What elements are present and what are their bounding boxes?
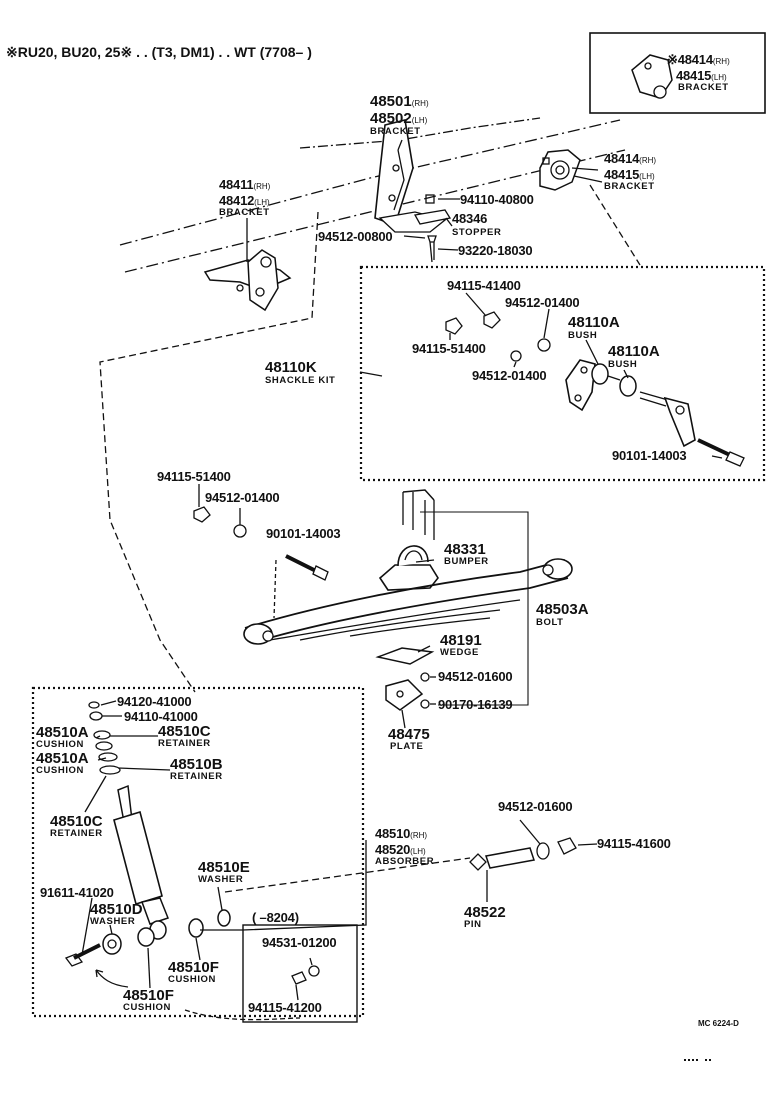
label-washer-2: WASHER	[90, 916, 136, 927]
label-48510d: 48510D	[90, 901, 143, 918]
washer-nut-box	[242, 924, 358, 1023]
label-48510c-1: 48510C	[158, 723, 211, 740]
label-48503a: 48503A	[536, 601, 589, 618]
label-94110-41000: 94110-41000	[124, 709, 198, 724]
label-48510b: 48510B	[170, 756, 223, 773]
bumper-48331-shape	[378, 564, 439, 591]
label-48411: 48411(RH)	[219, 177, 271, 192]
label-bumper: BUMPER	[444, 556, 489, 567]
label-93220-18030: 93220-18030	[458, 243, 533, 258]
label-bush-1: BUSH	[568, 330, 598, 341]
nut-94115-51400-kit	[445, 317, 463, 335]
label-48110k: 48110K	[265, 359, 317, 376]
shackle-plate-outer	[663, 396, 696, 448]
label-48501: 48501(RH)	[370, 93, 429, 110]
plate-48475-shape	[385, 679, 424, 711]
inset-bracket-box	[589, 32, 766, 114]
label-bracket-48411: BRACKET	[219, 207, 270, 218]
label-cushion-4: CUSHION	[123, 1002, 172, 1013]
label-90101-14003-b: 90101-14003	[266, 526, 341, 541]
label-washer-1: WASHER	[198, 874, 244, 885]
label-48510a-1: 48510A	[36, 724, 89, 741]
label-94531-01200: 94531-01200	[262, 935, 337, 950]
label-cushion-2: CUSHION	[36, 765, 85, 776]
label-90101-14003-a: 90101-14003	[612, 448, 687, 463]
label-plate: PLATE	[390, 741, 424, 752]
label-retainer-1: RETAINER	[158, 738, 211, 749]
label-48510a-2: 48510A	[36, 750, 89, 767]
label-94110-40800: 94110-40800	[460, 192, 534, 207]
leaf-spring	[244, 559, 566, 629]
applicability-header: ※RU20, BU20, 25※ . . (T3, DM1) . . WT (7…	[6, 44, 312, 60]
label-94512-01400-a: 94512-01400	[505, 295, 580, 310]
label-48414-inset: ※48414(RH)	[667, 52, 730, 67]
label-48522: 48522	[464, 904, 506, 921]
label-bracket-48414: BRACKET	[604, 181, 655, 192]
absorber-kit-box	[31, 686, 365, 1018]
label-94115-51400-a: 94115-51400	[412, 341, 486, 356]
label-pin: PIN	[464, 919, 482, 930]
shackle-plate-inner	[565, 359, 596, 412]
label-48415-inset: 48415(LH)	[676, 68, 727, 83]
label-range-8204: ( –8204)	[252, 910, 299, 925]
label-retainer-2: RETAINER	[170, 771, 223, 782]
label-48415: 48415(LH)	[604, 167, 655, 182]
label-bracket-inset: BRACKET	[678, 82, 729, 93]
label-48520: 48520(LH)	[375, 842, 426, 857]
label-94115-41200: 94115-41200	[248, 1000, 322, 1015]
label-48502: 48502(LH)	[370, 110, 428, 127]
label-48346: 48346	[452, 211, 488, 226]
leader-dashed-left	[99, 211, 319, 693]
label-48110a-2: 48110A	[608, 343, 660, 360]
frame-rail-upper	[119, 119, 621, 246]
label-bracket-48501: BRACKET	[370, 126, 421, 137]
label-91611-41020: 91611-41020	[40, 885, 114, 900]
label-stopper: STOPPER	[452, 227, 502, 238]
label-94120-41000: 94120-41000	[117, 694, 192, 709]
label-48191: 48191	[440, 632, 482, 649]
pin-48522-shape	[485, 847, 535, 869]
label-94115-41400: 94115-41400	[447, 278, 521, 293]
label-94512-01400-b: 94512-01400	[472, 368, 547, 383]
label-48331: 48331	[444, 541, 486, 558]
label-48414: 48414(RH)	[604, 151, 657, 166]
label-94115-41600: 94115-41600	[597, 836, 671, 851]
label-94512-01600-a: 94512-01600	[438, 669, 513, 684]
shackle-kit-box	[359, 265, 766, 482]
label-shackle-kit: SHACKLE KIT	[265, 375, 336, 386]
label-90170-16139: 90170-16139	[438, 697, 513, 712]
label-48510f-1: 48510F	[168, 959, 219, 976]
label-94115-51400-b: 94115-51400	[157, 469, 231, 484]
label-94512-01600-b: 94512-01600	[498, 799, 573, 814]
label-bolt: BOLT	[536, 617, 564, 628]
label-48412: 48412(LH)	[219, 193, 270, 208]
label-48510: 48510(RH)	[375, 826, 428, 841]
label-48475: 48475	[388, 726, 430, 743]
label-94512-01400-c: 94512-01400	[205, 490, 280, 505]
label-48510f-2: 48510F	[123, 987, 174, 1004]
label-94512-00800: 94512-00800	[318, 229, 393, 244]
label-cushion-1: CUSHION	[36, 739, 85, 750]
label-cushion-3: CUSHION	[168, 974, 217, 985]
label-absorber: ABSORBER	[375, 856, 435, 867]
label-retainer-3: RETAINER	[50, 828, 103, 839]
label-bush-2: BUSH	[608, 359, 638, 370]
label-48510c-2: 48510C	[50, 813, 103, 830]
shock-absorber-body	[113, 810, 163, 906]
label-48510e: 48510E	[198, 859, 250, 876]
label-48110a-1: 48110A	[568, 314, 620, 331]
label-wedge: WEDGE	[440, 647, 479, 658]
catalog-code: MC 6224-D	[698, 1019, 739, 1028]
